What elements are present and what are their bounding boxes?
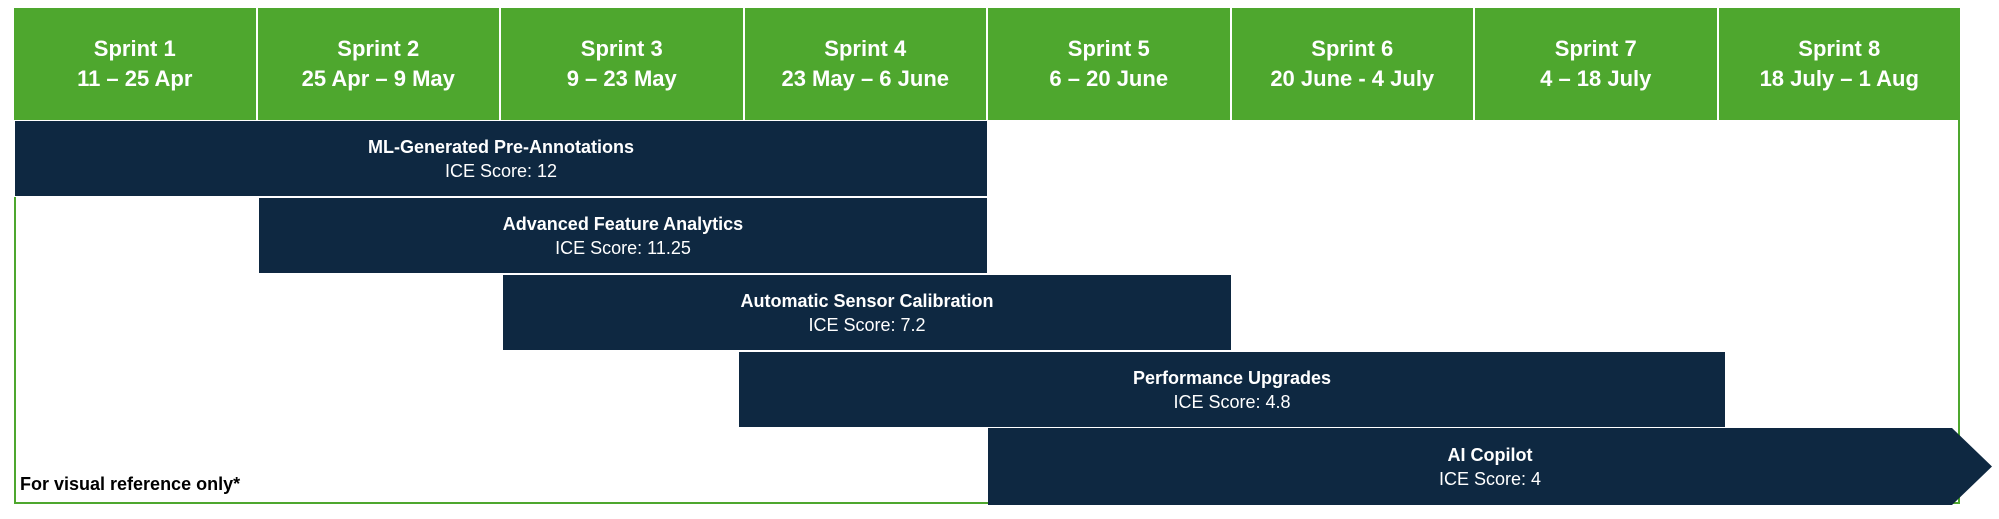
sprint-name: Sprint 8 bbox=[1798, 36, 1881, 61]
initiative-score: ICE Score: 11.25 bbox=[555, 237, 691, 258]
sprint-header-4: Sprint 4 23 May – 6 June bbox=[745, 8, 988, 120]
sprint-dates: 23 May – 6 June bbox=[781, 66, 950, 91]
initiative-bar-automatic-sensor-calibration: Automatic Sensor Calibration ICE Score: … bbox=[502, 274, 1232, 351]
initiative-score: ICE Score: 12 bbox=[444, 160, 558, 181]
initiative-name: ML-Generated Pre-Annotations bbox=[367, 136, 635, 157]
sprint-name: Sprint 4 bbox=[824, 36, 907, 61]
initiative-score: ICE Score: 7.2 bbox=[808, 314, 926, 335]
sprint-header-3: Sprint 3 9 – 23 May bbox=[501, 8, 745, 120]
sprint-dates: 20 June - 4 July bbox=[1270, 66, 1435, 91]
sprint-name: Sprint 3 bbox=[580, 36, 663, 61]
sprint-name: Sprint 1 bbox=[93, 36, 176, 61]
initiative-name: Performance Upgrades bbox=[1132, 367, 1332, 388]
initiative-name: Advanced Feature Analytics bbox=[502, 213, 744, 234]
sprint-name: Sprint 5 bbox=[1067, 36, 1150, 61]
sprint-header-7: Sprint 7 4 – 18 July bbox=[1475, 8, 1719, 120]
sprint-header-1: Sprint 1 11 – 25 Apr bbox=[14, 8, 258, 120]
sprint-dates: 11 – 25 Apr bbox=[77, 66, 193, 91]
initiative-bar-ai-copilot: AI Copilot ICE Score: 4 bbox=[988, 428, 1992, 505]
sprint-header-5: Sprint 5 6 – 20 June bbox=[988, 8, 1232, 120]
sprint-header-6: Sprint 6 20 June - 4 July bbox=[1232, 8, 1475, 120]
initiative-score: ICE Score: 4.8 bbox=[1173, 391, 1291, 412]
initiative-bar-ml-pre-annotations: ML-Generated Pre-Annotations ICE Score: … bbox=[14, 120, 988, 197]
sprint-name: Sprint 2 bbox=[337, 36, 420, 61]
initiative-name: Automatic Sensor Calibration bbox=[740, 290, 994, 311]
sprint-name: Sprint 6 bbox=[1311, 36, 1394, 61]
visual-reference-footnote: For visual reference only* bbox=[20, 474, 241, 494]
sprint-name: Sprint 7 bbox=[1554, 36, 1637, 61]
initiative-bar-advanced-feature-analytics: Advanced Feature Analytics ICE Score: 11… bbox=[258, 197, 988, 274]
sprint-dates: 25 Apr – 9 May bbox=[301, 66, 455, 91]
sprint-header: Sprint 1 11 – 25 Apr Sprint 2 25 Apr – 9… bbox=[14, 8, 1960, 120]
sprint-dates: 9 – 23 May bbox=[566, 66, 677, 91]
sprint-header-2: Sprint 2 25 Apr – 9 May bbox=[258, 8, 501, 120]
initiative-score: ICE Score: 4 bbox=[1438, 468, 1542, 489]
sprint-dates: 6 – 20 June bbox=[1049, 66, 1169, 91]
initiative-bar-performance-upgrades: Performance Upgrades ICE Score: 4.8 bbox=[738, 351, 1726, 428]
initiative-name: AI Copilot bbox=[1447, 444, 1533, 465]
sprint-dates: 4 – 18 July bbox=[1540, 66, 1652, 91]
sprint-dates: 18 July – 1 Aug bbox=[1759, 66, 1919, 91]
sprint-header-8: Sprint 8 18 July – 1 Aug bbox=[1719, 8, 1961, 120]
